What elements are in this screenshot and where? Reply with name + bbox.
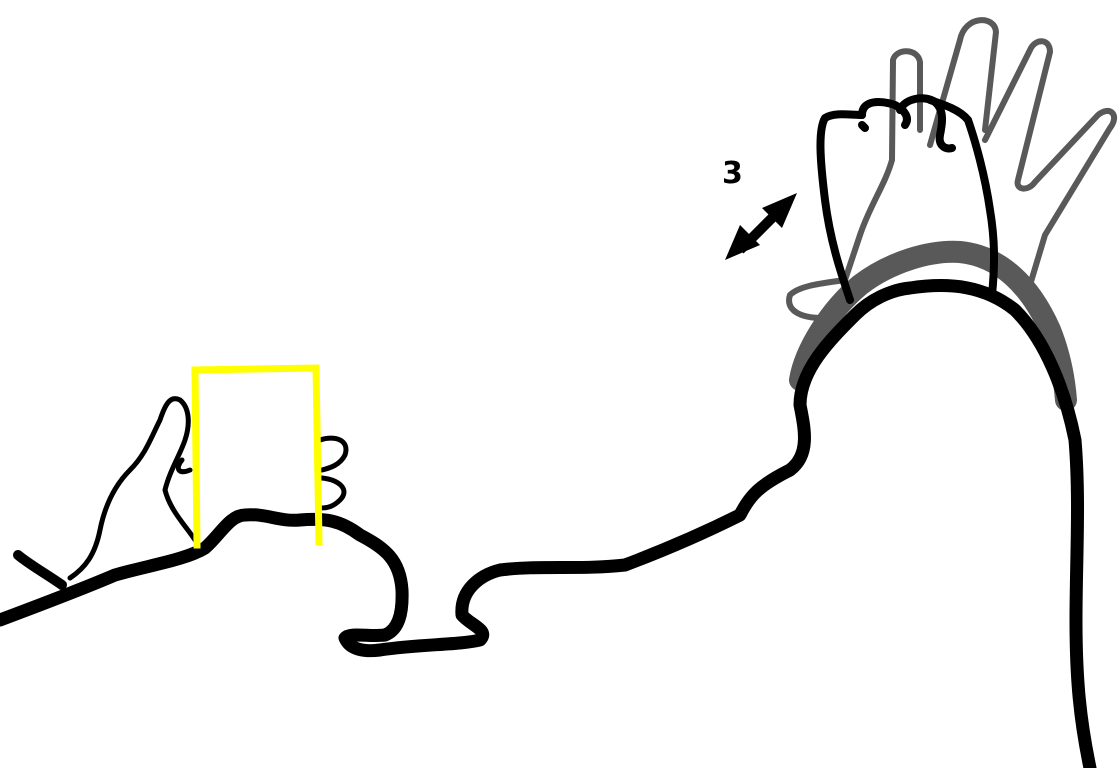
- sleeve-mark: [13, 550, 67, 590]
- ghost-wrist-band: [789, 240, 1077, 411]
- highlight-rectangle: [191, 364, 323, 549]
- fist-icon: [816, 94, 999, 304]
- step-number-label: 3: [722, 156, 743, 191]
- body-outline: [0, 279, 1097, 768]
- double-arrow-icon: [725, 193, 797, 260]
- hand-icon: [67, 396, 349, 581]
- open-hand-ghost-icon: [786, 17, 1118, 321]
